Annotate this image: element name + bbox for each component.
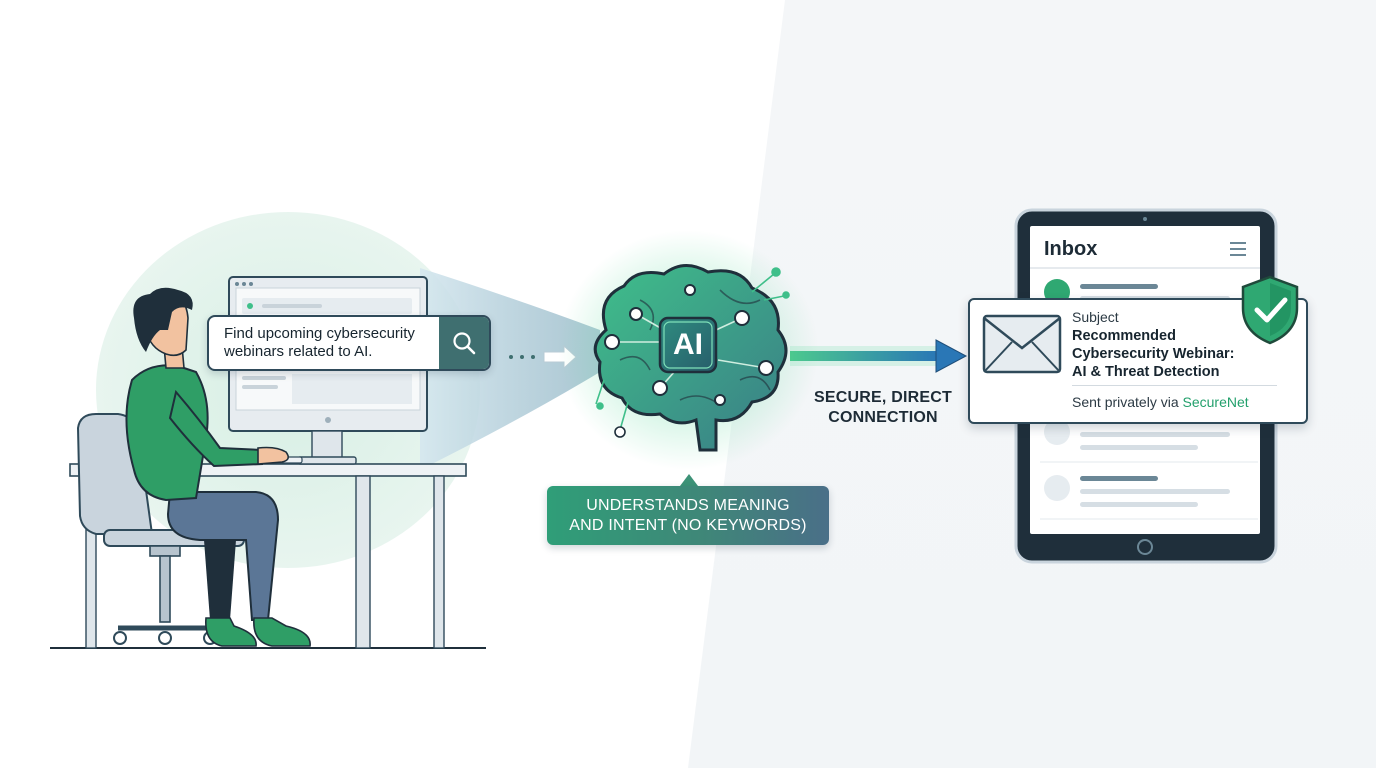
envelope-icon bbox=[982, 314, 1062, 374]
connection-label: SECURE, DIRECT CONNECTION bbox=[814, 389, 952, 426]
search-query-text: Find upcoming cybersecurity webinars rel… bbox=[224, 325, 415, 360]
email-subject: Recommended Cybersecurity Webinar: AI & … bbox=[1072, 328, 1235, 380]
hamburger-icon bbox=[1230, 242, 1246, 256]
email-divider bbox=[1072, 385, 1277, 386]
ai-caption-pointer bbox=[680, 474, 698, 486]
inbox-title: Inbox bbox=[1044, 238, 1098, 260]
ai-chip-label: AI bbox=[673, 328, 703, 361]
email-sent-line: Sent privately via SecureNet bbox=[1072, 394, 1249, 410]
email-subject-label: Subject bbox=[1072, 309, 1119, 325]
secure-connection-arrow bbox=[790, 339, 968, 373]
ai-caption: UNDERSTANDS MEANING AND INTENT (NO KEYWO… bbox=[547, 486, 829, 545]
email-sent-brand: SecureNet bbox=[1182, 394, 1249, 410]
search-button[interactable] bbox=[439, 317, 489, 369]
ai-brain bbox=[558, 230, 818, 470]
search-query-box[interactable]: Find upcoming cybersecurity webinars rel… bbox=[207, 315, 491, 371]
email-sent-prefix: Sent privately via bbox=[1072, 394, 1183, 410]
person-at-desk bbox=[125, 287, 311, 647]
search-icon bbox=[453, 332, 476, 355]
shield-check-icon bbox=[1241, 275, 1299, 345]
